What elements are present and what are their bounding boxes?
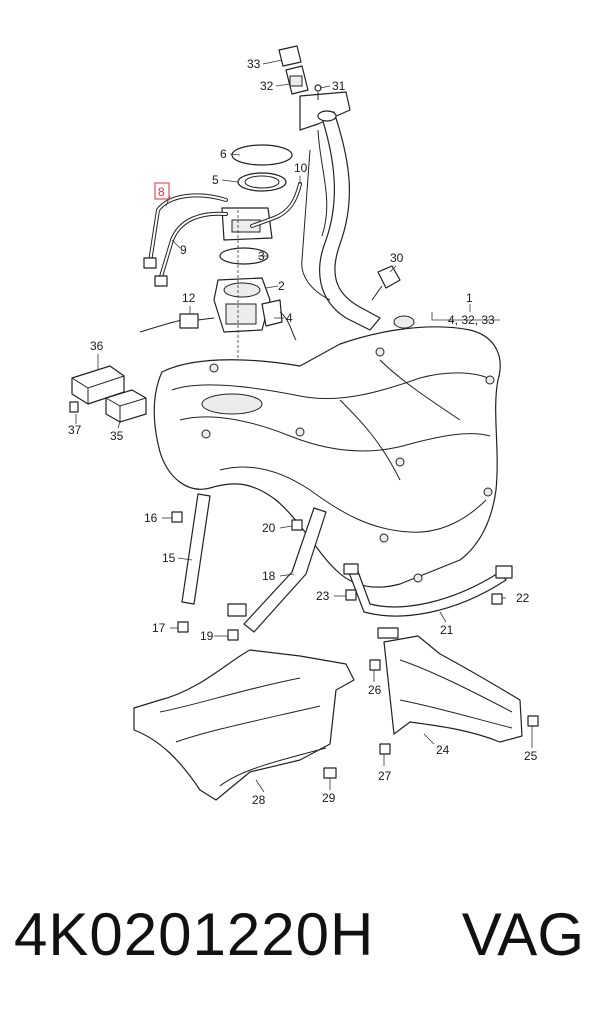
label-17: 17	[152, 621, 166, 635]
strap-15	[181, 493, 211, 605]
label-2: 2	[278, 279, 285, 293]
label-19: 19	[200, 629, 214, 643]
label-16: 16	[144, 511, 158, 525]
bolt-26	[369, 659, 381, 671]
bolt-19	[227, 629, 239, 641]
bolt-20	[291, 519, 303, 531]
label-15: 15	[162, 551, 176, 565]
bolt-16	[171, 511, 183, 523]
part-labels: 33 32 31 6 5 10 8 9 3 2 4 12 36 37 35 30…	[68, 57, 538, 807]
label-36: 36	[90, 339, 104, 353]
strap-18	[243, 507, 327, 633]
bolt-25	[527, 715, 539, 727]
label-31: 31	[332, 79, 346, 93]
part-number-text: 4K0201220H	[14, 901, 375, 968]
control-units	[69, 365, 147, 423]
label-24: 24	[436, 743, 450, 757]
label-28: 28	[252, 793, 266, 807]
filler-pipe	[301, 110, 381, 331]
fuel-pump-group	[139, 144, 302, 420]
label-9: 9	[180, 243, 187, 257]
bolt-23	[345, 589, 357, 601]
bolt-22	[491, 593, 503, 605]
highlight-box	[154, 182, 170, 200]
fuel-tank-exploded-diagram: 33 32 31 6 5 10 8 9 3 2 4 12 36 37 35 30…	[68, 45, 539, 807]
label-18: 18	[262, 569, 276, 583]
label-20: 20	[262, 521, 276, 535]
bolt-27	[379, 743, 391, 755]
label-6: 6	[220, 147, 227, 161]
label-8: 8	[158, 185, 165, 199]
label-25: 25	[524, 749, 538, 763]
label-32: 32	[260, 79, 274, 93]
label-21: 21	[440, 623, 454, 637]
bolt-17	[177, 621, 189, 633]
label-22: 22	[516, 591, 530, 605]
label-26: 26	[368, 683, 382, 697]
heat-shields	[133, 635, 523, 801]
label-30: 30	[390, 251, 404, 265]
cap-33	[278, 45, 302, 67]
label-10: 10	[294, 161, 308, 175]
label-5: 5	[212, 173, 219, 187]
label-29: 29	[322, 791, 336, 805]
filler-cap-assembly	[278, 45, 351, 131]
tank-straps	[171, 493, 539, 779]
label-1-sub: 4, 32, 33	[448, 313, 495, 327]
label-37: 37	[68, 423, 82, 437]
brand-text: VAG	[461, 901, 584, 968]
fuel-tank	[153, 265, 501, 588]
label-27: 27	[378, 769, 392, 783]
label-3: 3	[258, 249, 265, 263]
label-1: 1	[466, 291, 473, 305]
nut-29	[323, 767, 337, 779]
label-33: 33	[247, 57, 261, 71]
label-35: 35	[110, 429, 124, 443]
label-23: 23	[316, 589, 330, 603]
label-4: 4	[286, 311, 293, 325]
label-12: 12	[182, 291, 196, 305]
